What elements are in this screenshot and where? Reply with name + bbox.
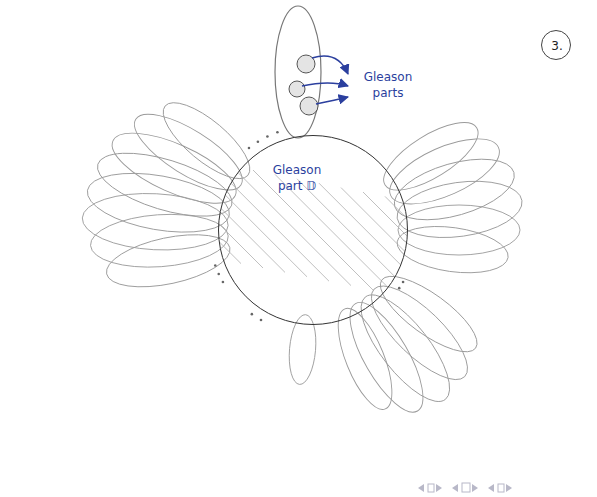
nav-symbol — [462, 483, 470, 492]
petal-loop — [327, 302, 403, 416]
part-label: Gleason part 𝔻 — [261, 162, 333, 194]
petal-loop — [152, 91, 260, 191]
petal-loop — [336, 293, 436, 422]
nav-symbol — [436, 484, 442, 492]
pointer-arrow — [316, 97, 348, 104]
hatch-line — [143, 148, 263, 268]
hatch-line — [319, 183, 439, 303]
top-loop — [275, 6, 321, 138]
hatch-line — [165, 152, 285, 272]
petal-loop — [81, 190, 230, 254]
petal-loops — [81, 91, 526, 422]
petal-loop — [358, 273, 481, 394]
nav-symbol — [498, 484, 504, 492]
nav-symbols — [418, 483, 512, 492]
nav-symbol — [428, 484, 434, 492]
nav-symbol — [472, 484, 478, 492]
hatch-line — [99, 139, 219, 259]
petal-loop — [102, 225, 235, 296]
nav-symbol — [488, 484, 494, 492]
hatch-line — [407, 201, 527, 321]
hatch-line — [341, 188, 461, 308]
slide-number: 3. — [542, 31, 572, 61]
boundary-dot — [217, 273, 220, 276]
petal-loop — [398, 205, 520, 255]
boundary-dot — [257, 141, 260, 144]
boundary-dot — [398, 287, 401, 290]
hatch-line — [77, 135, 197, 255]
small-part — [300, 97, 318, 115]
petal-loop — [394, 220, 511, 279]
gleason-disc: Gleason part 𝔻 — [218, 135, 408, 325]
boundary-dots — [214, 128, 404, 322]
boundary-dot — [222, 281, 225, 284]
hatch-line — [121, 144, 241, 264]
nav-symbol — [452, 484, 458, 492]
circled-number: 3. — [541, 30, 571, 60]
petal-loop — [91, 140, 240, 229]
boundary-dot — [251, 313, 254, 316]
boundary-dot — [276, 131, 279, 134]
pointer-arrow — [302, 83, 348, 86]
pointer-arrow — [312, 56, 348, 74]
disc-hatching — [77, 135, 549, 325]
pointer-label: Gleason parts — [352, 70, 424, 101]
petal-loop — [103, 119, 245, 217]
pointer-arrows — [302, 56, 348, 104]
petal-loop — [124, 101, 252, 204]
boundary-dot — [248, 147, 251, 150]
petal-loop — [388, 147, 522, 231]
small-part — [289, 81, 305, 97]
petal-loop — [89, 210, 230, 271]
hatch-line — [363, 192, 483, 312]
boundary-dot — [214, 264, 217, 267]
petal-loop — [346, 282, 464, 414]
boundary-dot — [260, 319, 263, 322]
boundary-dot — [402, 281, 405, 284]
hatch-line — [429, 205, 549, 325]
nav-symbol — [506, 484, 512, 492]
petal-loop — [393, 174, 525, 245]
petal-loop — [370, 264, 487, 365]
hatch-line — [297, 179, 417, 299]
boundary-dot — [266, 135, 269, 138]
nav-symbol — [418, 484, 424, 492]
hatch-line — [385, 196, 505, 316]
